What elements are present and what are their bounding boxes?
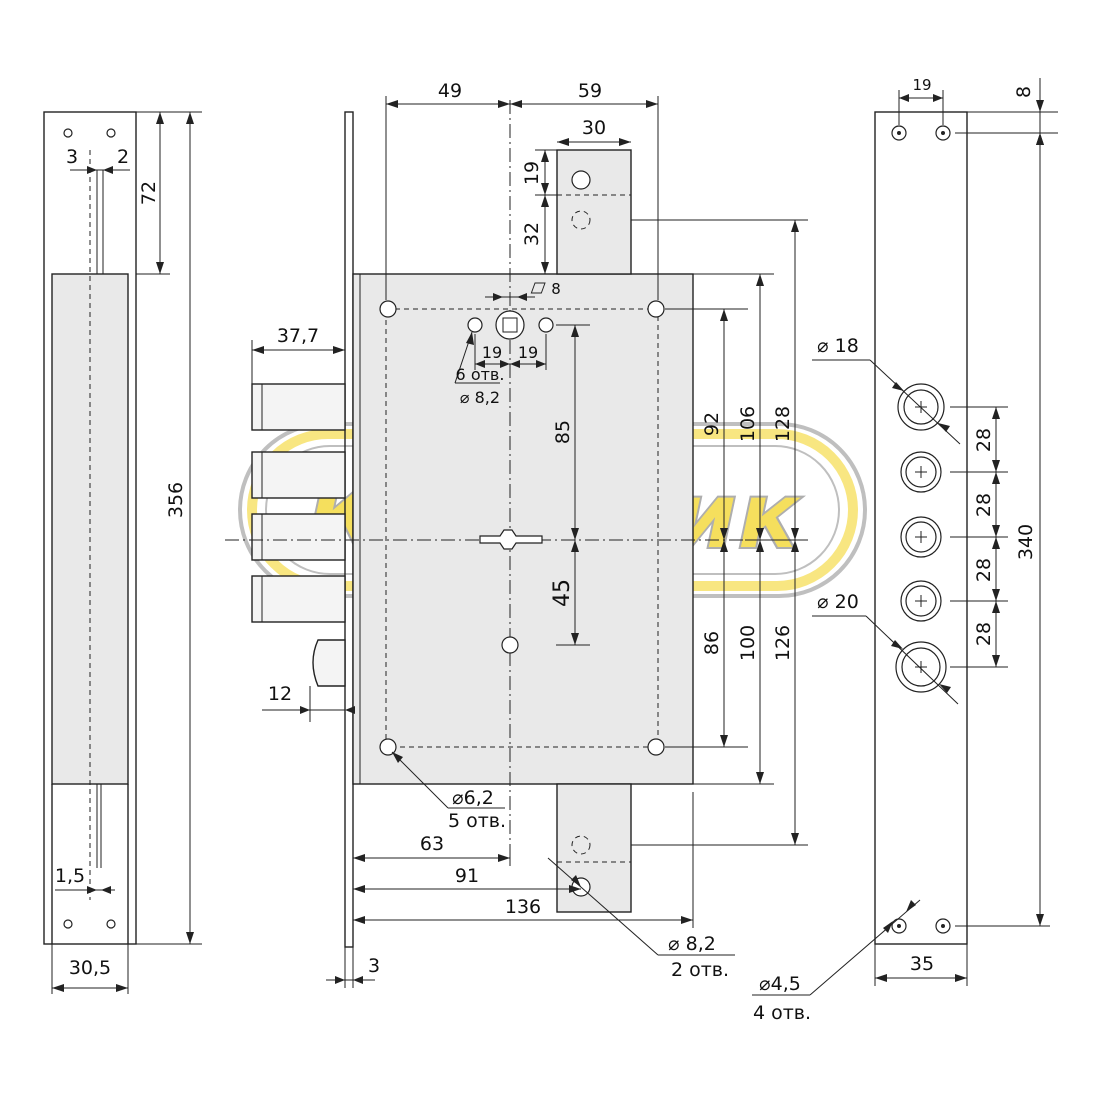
pitch-label: 28 [973, 428, 995, 452]
dim-offset-136-label: 136 [505, 896, 541, 918]
screw-diameter-label: ⌀4,5 [759, 973, 801, 995]
left-slot-left-label: 3 [66, 146, 78, 168]
dim-offset-63-label: 63 [420, 833, 444, 855]
lower-bolt-diameter-label: ⌀ 20 [817, 591, 859, 613]
spindle-holes-diameter-label: ⌀ 8,2 [460, 388, 500, 407]
dim-spindle-left-label: 19 [482, 343, 502, 362]
body-mount-hole [379, 738, 397, 756]
right-strike-plate-view: 19 8 340 28 28 28 28 [752, 76, 1058, 1024]
spindle-holes-count-label: 6 отв. [456, 365, 505, 384]
latch [312, 639, 346, 687]
bolt [251, 575, 346, 623]
left-width-label: 30,5 [69, 957, 111, 979]
left-bottom-slot-label: 1,5 [55, 865, 85, 887]
dim-down-100-label: 100 [737, 625, 759, 661]
bolt [251, 383, 346, 431]
dim-up-106-label: 106 [737, 406, 759, 442]
dim-latch-label: 12 [268, 683, 292, 705]
body-holes-count-label: 5 отв. [448, 810, 506, 832]
left-height-label: 356 [165, 482, 187, 518]
strike-plate [874, 111, 968, 945]
plate-total-label: 340 [1015, 524, 1037, 560]
body-mount-hole [647, 738, 665, 756]
body-mount-hole [647, 300, 665, 318]
dim-top-bar-label: 32 [521, 222, 543, 246]
dim-bar-width-label: 30 [582, 117, 606, 139]
dim-top-hole-label: 19 [521, 161, 543, 185]
bar-holes-diameter-label: ⌀ 8,2 [668, 933, 716, 955]
pitch-label: 28 [973, 493, 995, 517]
left-top-offset-label: 72 [138, 181, 160, 205]
spindle-side-hole [467, 317, 483, 333]
left-side-view: 356 72 3 2 1,5 30,5 [43, 111, 202, 994]
dim-spindle-right-label: 19 [518, 343, 538, 362]
top-drive-bar [556, 149, 632, 275]
bolt [251, 513, 346, 561]
plate-width-label: 35 [910, 953, 934, 975]
keyhole [479, 529, 543, 550]
dim-bolt-reach-label: 37,7 [277, 325, 319, 347]
left-screw-hole [106, 128, 116, 138]
lock-body [352, 273, 694, 785]
dim-spindle-to-key-label: 85 [552, 420, 574, 444]
center-front-view: 49 59 30 19 32 8 19 19 [225, 80, 808, 988]
body-mount-hole [501, 636, 519, 654]
left-faceplate [43, 111, 137, 945]
dim-key-to-lower-label: 45 [550, 579, 575, 607]
left-screw-hole [63, 919, 73, 929]
dim-top-left-label: 49 [438, 80, 462, 102]
upper-bolt-diameter-label: ⌀ 18 [817, 335, 859, 357]
pitch-label: 28 [973, 558, 995, 582]
left-screw-hole [106, 919, 116, 929]
pitch-label: 28 [973, 622, 995, 646]
spindle-side-hole [538, 317, 554, 333]
dim-square-label: 8 [551, 280, 561, 298]
bottom-drive-bar [556, 783, 632, 913]
screw-count-label: 4 отв. [753, 1002, 811, 1024]
left-screw-hole [63, 128, 73, 138]
dim-offset-91-label: 91 [455, 865, 479, 887]
bar-holes-count-label: 2 отв. [671, 959, 729, 981]
left-slot-right-label: 2 [117, 146, 129, 168]
plate-top-offset-label: 8 [1013, 86, 1035, 98]
bolt [251, 451, 346, 499]
body-mount-hole [379, 300, 397, 318]
dim-up-92-label: 92 [701, 412, 723, 436]
dim-up-128-label: 128 [772, 406, 794, 442]
spindle-hole [495, 310, 525, 340]
dim-down-126-label: 126 [772, 625, 794, 661]
dim-plate-thickness-label: 3 [368, 955, 380, 977]
dim-top-right-label: 59 [578, 80, 602, 102]
body-holes-diameter-label: ⌀6,2 [452, 787, 494, 809]
dim-down-86-label: 86 [701, 631, 723, 655]
plate-top-spacing-label: 19 [912, 76, 931, 94]
